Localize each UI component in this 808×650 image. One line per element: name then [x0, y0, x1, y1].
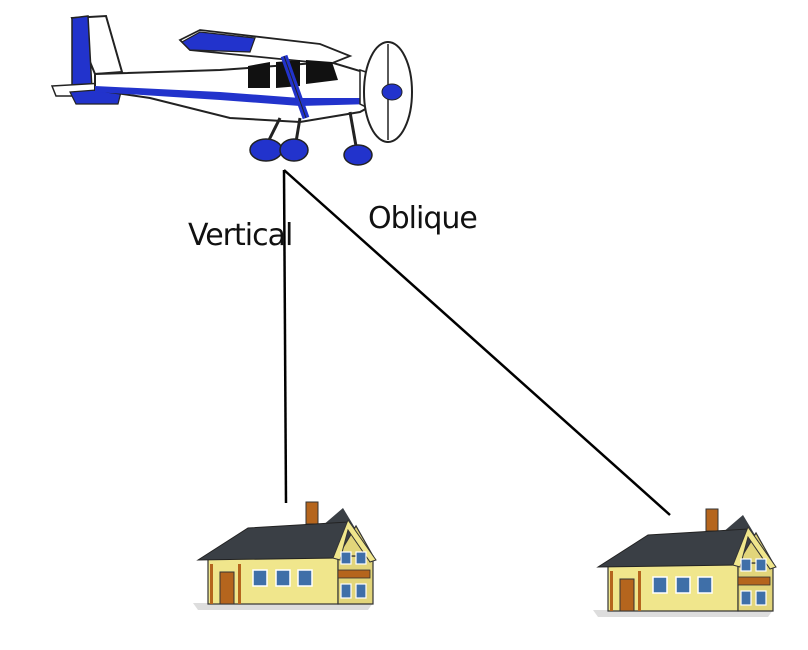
house-icon — [192, 501, 377, 611]
house-icon — [592, 508, 777, 618]
oblique-line — [283, 169, 671, 516]
oblique-label: Oblique — [368, 201, 477, 236]
airplane-icon — [50, 14, 413, 166]
vertical-label: Vertical — [188, 218, 292, 253]
vertical-line — [282, 169, 288, 504]
